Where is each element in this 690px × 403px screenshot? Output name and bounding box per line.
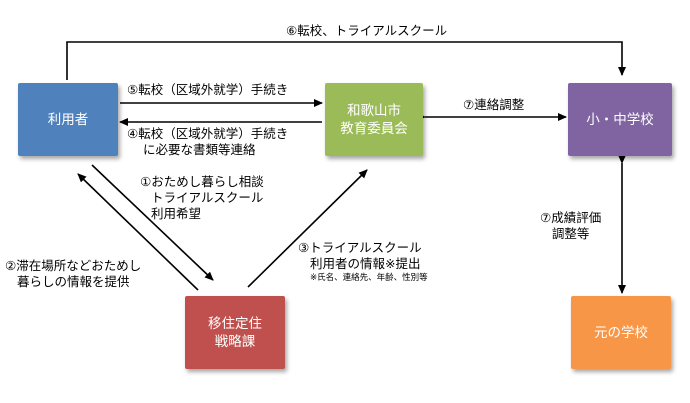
label-e1-line1: ①おためし暮らし相談 xyxy=(140,174,264,189)
label-evaluation: ⑦成績評価 調整等 xyxy=(540,210,601,242)
label-e4-line1: ④転校（区域外就学）手続き xyxy=(127,126,289,141)
arrow-consult xyxy=(91,164,214,281)
label-e1-line3: 利用希望 xyxy=(151,206,202,221)
node-board-line2: 教育委員会 xyxy=(340,120,408,137)
label-consult: ①おためし暮らし相談 トライアルスクール 利用希望 xyxy=(140,174,264,222)
node-original-school: 元の学校 xyxy=(571,296,671,369)
label-e7b-line1: ⑦成績評価 xyxy=(540,210,602,225)
node-strategy-line1: 移住定住 xyxy=(208,315,262,332)
label-e7b-line2: 調整等 xyxy=(551,226,590,241)
label-info: ②滞在場所などおためし 暮らしの情報を提供 xyxy=(5,258,141,290)
label-e2-line1: ②滞在場所などおためし xyxy=(5,258,142,273)
label-transfer-trial: ⑥転校、トライアルスクール xyxy=(286,23,447,39)
label-liaison: ⑦連絡調整 xyxy=(463,97,524,113)
arrow-info xyxy=(77,173,199,291)
node-board-line1: 和歌山市 xyxy=(347,102,401,119)
label-e7a: ⑦連絡調整 xyxy=(463,97,525,112)
node-school-label: 小・中学校 xyxy=(586,111,654,128)
label-e3-line1: ③トライアルスクール xyxy=(298,240,422,255)
label-e3-note: ※氏名、連絡先、年齢、性別等 xyxy=(310,273,428,283)
label-procedure: ⑤転校（区域外就学）手続き xyxy=(127,82,288,98)
node-orig-school-label: 元の学校 xyxy=(594,324,648,341)
node-school: 小・中学校 xyxy=(568,83,672,156)
label-documents: ④転校（区域外就学）手続き に必要な書類等連絡 xyxy=(127,126,288,158)
arrow-transfer-top xyxy=(66,41,626,80)
node-user: 利用者 xyxy=(18,83,118,156)
node-strategy-division: 移住定住 戦略課 xyxy=(185,296,285,369)
label-e1-line2: トライアルスクール xyxy=(151,190,264,205)
label-submit: ③トライアルスクール 利用者の情報※提出 ※氏名、連絡先、年齢、性別等 xyxy=(298,240,428,284)
label-e2-line2: 暮らしの情報を提供 xyxy=(17,274,130,289)
node-user-label: 利用者 xyxy=(47,111,89,128)
label-e4-line2: に必要な書類等連絡 xyxy=(143,142,256,157)
node-education-board: 和歌山市 教育委員会 xyxy=(325,83,423,156)
label-e6: ⑥転校、トライアルスクール xyxy=(286,23,448,38)
arrow-submit xyxy=(247,169,368,288)
node-strategy-line2: 戦略課 xyxy=(214,333,256,350)
label-e5: ⑤転校（区域外就学）手続き xyxy=(127,82,289,97)
label-e3-line2: 利用者の情報※提出 xyxy=(310,256,421,271)
